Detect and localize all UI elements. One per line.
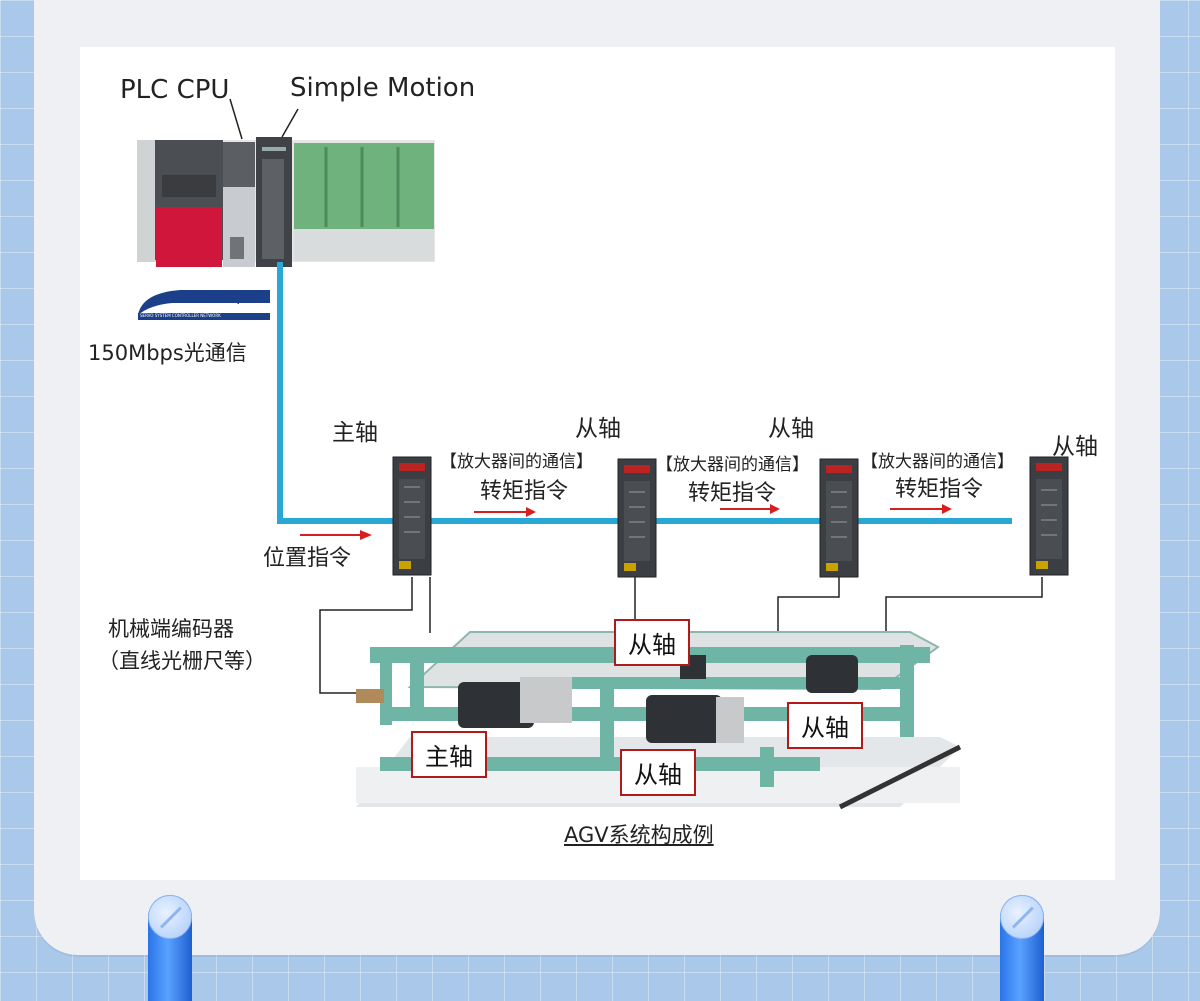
command-arrows [300, 504, 952, 540]
sscnet-logo-text: SSCNETIII/H [172, 292, 254, 307]
bandwidth-label: 150Mbps光通信 [88, 341, 247, 365]
encoder-label-line1: 机械端编码器 [108, 617, 234, 641]
amp-comm-label-1: 【放大器间的通信】 [440, 452, 593, 472]
agv-slave-axis-box-bottom: 从轴 [620, 749, 696, 796]
torque-command-label-1: 转矩指令 [480, 479, 569, 504]
simple-motion-label: Simple Motion [290, 73, 476, 103]
torque-command-label-3: 转矩指令 [895, 477, 984, 502]
agv-main-axis-box: 主轴 [411, 731, 487, 778]
diagram-caption: AGV系统构成例 [564, 823, 714, 847]
agv-slave-axis-box-right: 从轴 [787, 702, 863, 749]
amp-comm-label-2: 【放大器间的通信】 [656, 455, 809, 475]
servo-amplifier-slave-1 [617, 458, 657, 578]
main-axis-label: 主轴 [332, 420, 378, 446]
servo-amplifier-main [392, 456, 432, 576]
agv-slave-axis-box-top: 从轴 [614, 619, 690, 666]
plc-rack [137, 98, 435, 267]
motor-cables [319, 577, 1043, 694]
torque-command-label-2: 转矩指令 [688, 481, 777, 506]
amp-comm-label-3: 【放大器间的通信】 [861, 452, 1014, 472]
diagram-graphics [137, 98, 1069, 810]
position-command-label: 位置指令 [263, 546, 352, 571]
pin-icon [1000, 895, 1044, 1001]
servo-amplifier-slave-3 [1029, 456, 1069, 576]
plc-cpu-label: PLC CPU [120, 75, 230, 105]
encoder-label-line2: （直线光栅尺等） [98, 649, 266, 673]
pin-icon [148, 895, 192, 1001]
sscnet-logo [138, 290, 270, 320]
sscnet-logo-subtext: SERVO SYSTEM CONTROLLER NETWORK [140, 313, 221, 318]
slave-axis-label-2: 从轴 [768, 416, 814, 442]
slave-axis-label-3: 从轴 [1052, 434, 1098, 460]
servo-amplifier-slave-2 [819, 458, 859, 578]
slave-axis-label-1: 从轴 [575, 416, 621, 442]
diagram-panel: PLC CPU Simple Motion SSCNETIII/H SERVO … [80, 47, 1115, 880]
